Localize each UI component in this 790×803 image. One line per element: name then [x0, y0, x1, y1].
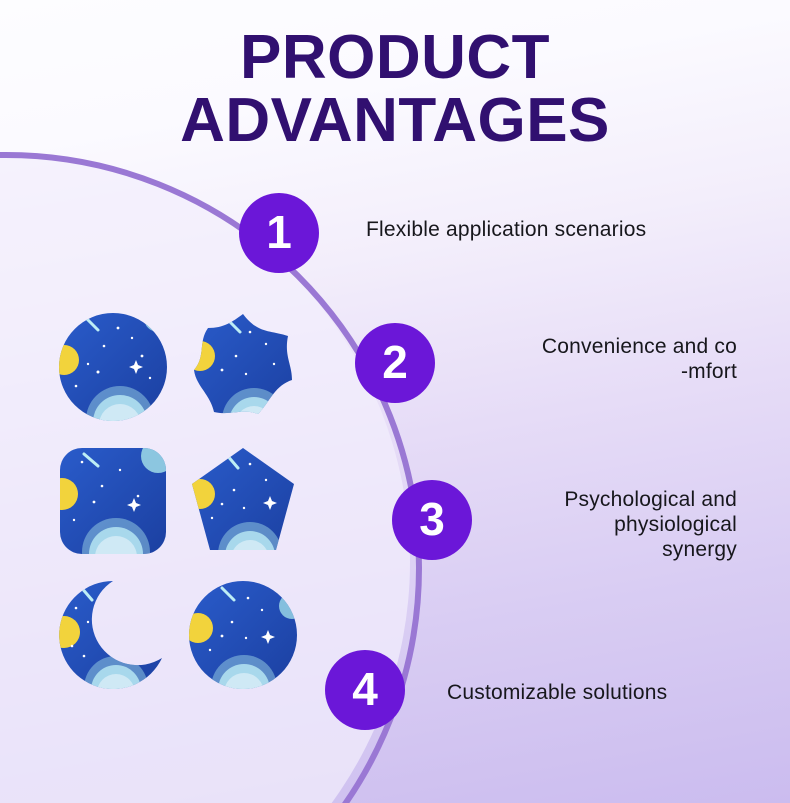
night-sky-circle-thumbnail-2[interactable]: [188, 580, 298, 690]
step-badge-3[interactable]: 3: [392, 480, 472, 560]
step-label-3: Psychological and physiological synergy: [564, 488, 737, 561]
step-badge-2[interactable]: 2: [355, 323, 435, 403]
step-label-1: Flexible application scenarios: [366, 218, 647, 241]
night-sky-star-thumbnail[interactable]: [188, 312, 298, 422]
night-sky-rounded-square-thumbnail[interactable]: [58, 446, 168, 556]
page-title: PRODUCT ADVANTAGES: [180, 23, 610, 156]
step-badge-1[interactable]: 1: [239, 193, 319, 273]
thumbnail-grid: [58, 312, 308, 690]
night-sky-circle-thumbnail[interactable]: [58, 312, 168, 422]
step-label-4: Customizable solutions: [447, 681, 668, 704]
night-sky-crescent-thumbnail[interactable]: [58, 580, 168, 690]
night-sky-pentagon-thumbnail[interactable]: [188, 446, 298, 556]
step-badge-4[interactable]: 4: [325, 650, 405, 730]
step-label-2: Convenience and co -mfort: [541, 335, 737, 383]
